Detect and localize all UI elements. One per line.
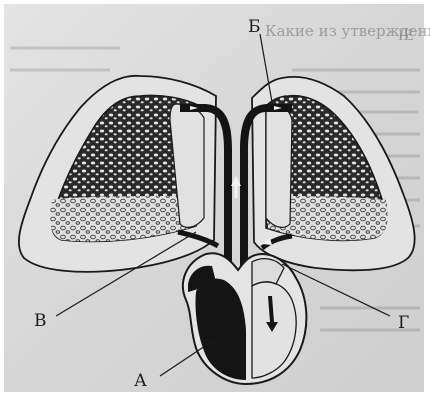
label-b: Б	[248, 17, 261, 37]
label-g: Г	[398, 313, 409, 333]
background-corner-fragment: IE	[398, 28, 414, 44]
label-v: В	[34, 311, 47, 331]
label-a: А	[134, 371, 147, 391]
right-lung-hilum-area	[266, 104, 292, 227]
